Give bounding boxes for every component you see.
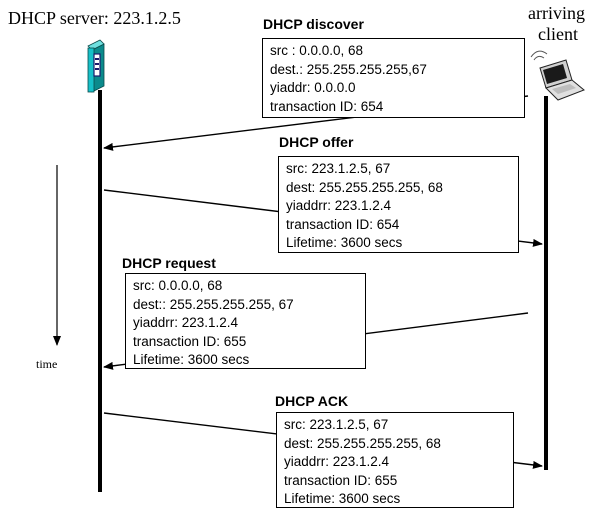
offer-field: transaction ID: 654 bbox=[286, 216, 400, 232]
discover-field: transaction ID: 654 bbox=[270, 98, 384, 114]
client-label-line-1: arriving bbox=[528, 3, 585, 23]
ack-field: src: 223.1.2.5, 67 bbox=[284, 417, 389, 432]
offer-box: src: 223.1.2.5, 67 dest: 255.255.255.255… bbox=[278, 156, 519, 253]
request-field: src: 0.0.0.0, 68 bbox=[133, 278, 223, 293]
request-field: yiaddrr: 223.1.2.4 bbox=[133, 315, 239, 330]
offer-field: dest: 255.255.255.255, 68 bbox=[286, 179, 443, 195]
offer-field: src: 223.1.2.5, 67 bbox=[286, 161, 391, 176]
ack-field: Lifetime: 3600 secs bbox=[284, 491, 401, 506]
discover-field: dest.: 255.255.255.255,67 bbox=[270, 61, 427, 77]
request-box: src: 0.0.0.0, 68 dest:: 255.255.255.255,… bbox=[125, 273, 366, 369]
ack-title: DHCP ACK bbox=[275, 393, 349, 409]
request-title: DHCP request bbox=[122, 255, 216, 271]
request-field: transaction ID: 655 bbox=[133, 333, 247, 349]
server-icon bbox=[87, 39, 105, 93]
discover-box: src : 0.0.0.0, 68 dest.: 255.255.255.255… bbox=[262, 38, 525, 118]
ack-field: yiaddrr: 223.1.2.4 bbox=[284, 454, 390, 469]
request-field: Lifetime: 3600 secs bbox=[133, 352, 250, 367]
ack-field: transaction ID: 655 bbox=[284, 472, 398, 488]
ack-field: dest: 255.255.255.255, 68 bbox=[284, 435, 441, 451]
request-field: dest:: 255.255.255.255, 67 bbox=[133, 296, 294, 312]
client-label-line-2: client bbox=[538, 24, 578, 44]
time-label: time bbox=[36, 357, 58, 371]
discover-field: yiaddr: 0.0.0.0 bbox=[270, 80, 356, 95]
ack-box: src: 223.1.2.5, 67 dest: 255.255.255.255… bbox=[276, 412, 514, 508]
discover-field: src : 0.0.0.0, 68 bbox=[270, 43, 364, 58]
offer-title: DHCP offer bbox=[279, 134, 354, 150]
offer-field: yiaddrr: 223.1.2.4 bbox=[286, 198, 392, 213]
offer-field: Lifetime: 3600 secs bbox=[286, 235, 403, 250]
discover-title: DHCP discover bbox=[263, 16, 364, 32]
server-label: DHCP server: 223.1.2.5 bbox=[8, 8, 181, 28]
laptop-icon bbox=[530, 50, 585, 101]
